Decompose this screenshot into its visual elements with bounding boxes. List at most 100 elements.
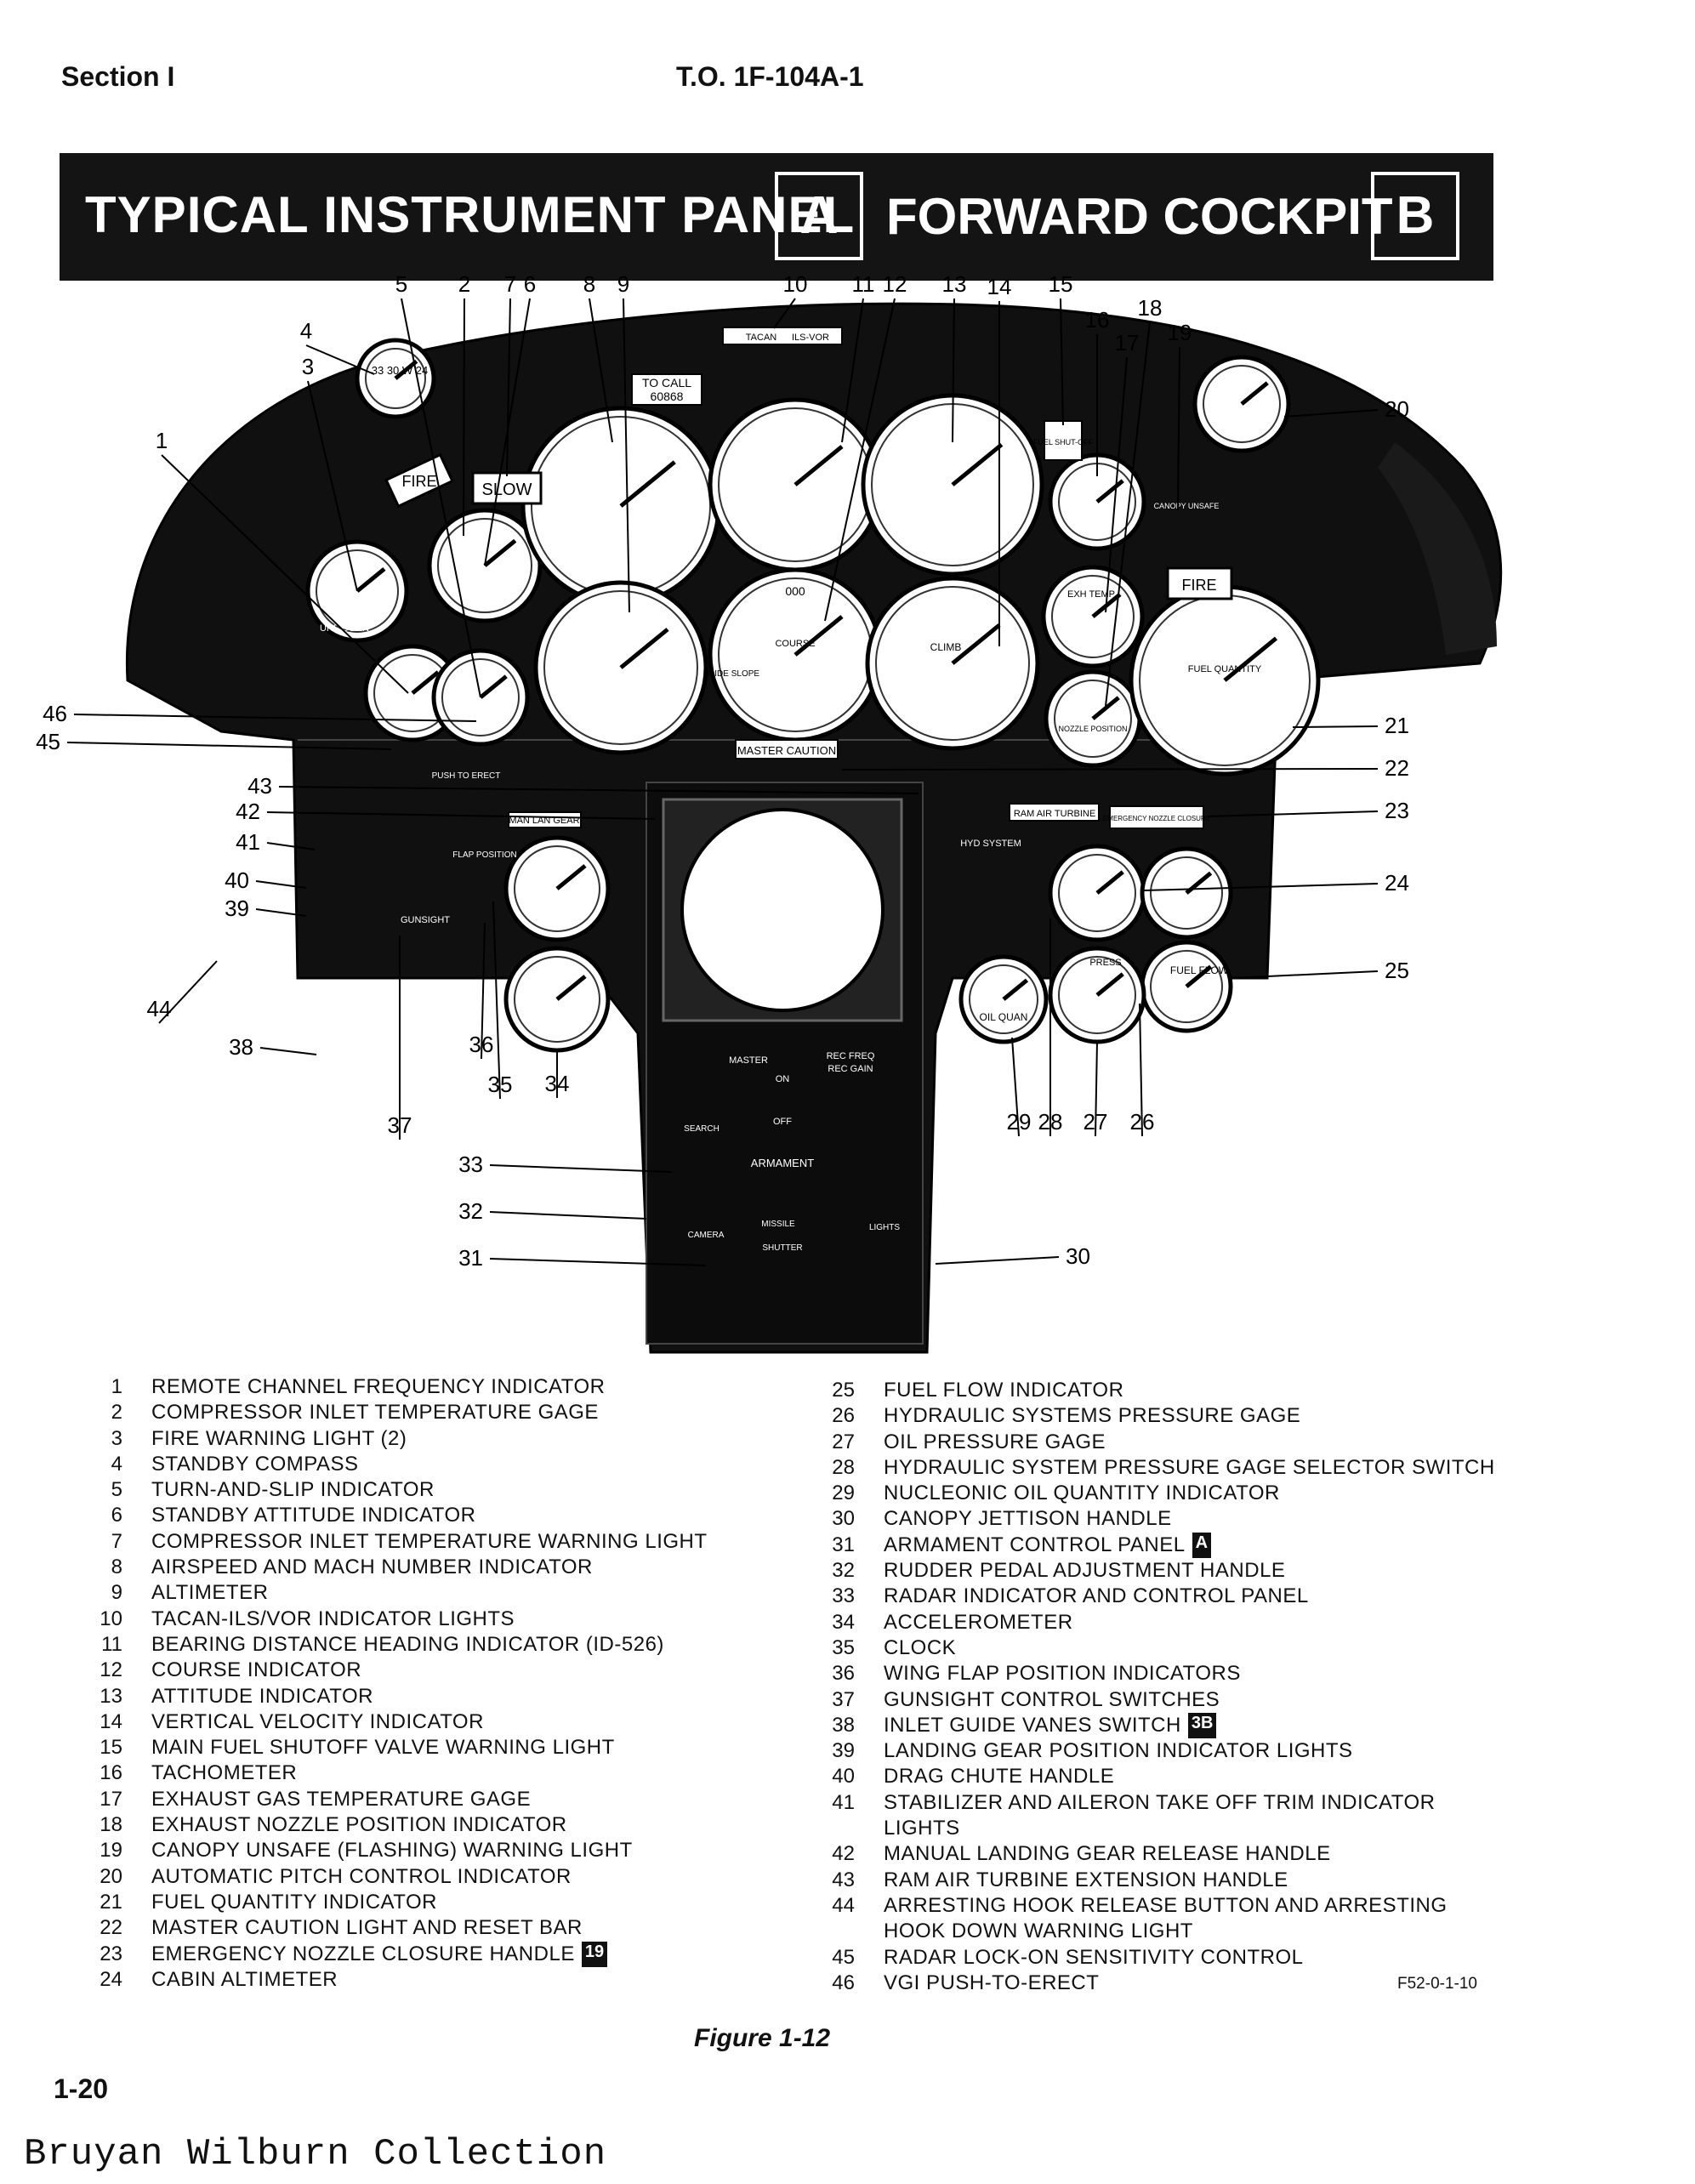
fuel-flow-gauge-needle bbox=[1185, 964, 1213, 988]
callout-number-37: 37 bbox=[388, 1112, 412, 1138]
legend-label: TACAN-ILS/VOR INDICATOR LIGHTS bbox=[151, 1607, 515, 1630]
callout-leader-12 bbox=[824, 298, 896, 622]
legend-label: ALTIMETER bbox=[151, 1581, 269, 1605]
tachometer-gauge-needle bbox=[1095, 479, 1124, 503]
rec-gain-label: REC GAIN bbox=[828, 1064, 873, 1074]
turn-and-slip-indicator-needle bbox=[479, 674, 508, 699]
callout-leader-40 bbox=[255, 880, 307, 889]
glide-slope-label: GLIDE SLOPE bbox=[703, 669, 759, 679]
legend-label: MANUAL LANDING GEAR RELEASE HANDLE bbox=[884, 1842, 1331, 1866]
callout-number-9: 9 bbox=[617, 272, 629, 297]
callout-leader-3 bbox=[307, 380, 358, 592]
legend-label: MASTER CAUTION LIGHT AND RESET BAR bbox=[151, 1916, 583, 1940]
legend-number: 38 bbox=[832, 1713, 855, 1737]
callout-number-11: 11 bbox=[852, 272, 875, 297]
legend-item: 18 EXHAUST NOZZLE POSITION INDICATOR bbox=[70, 1812, 708, 1838]
glare-shield-right bbox=[1378, 442, 1497, 655]
ils-vor-label: ILS-VOR bbox=[792, 333, 829, 343]
callout-number-6: 6 bbox=[524, 272, 536, 297]
callout-leader-25 bbox=[1231, 970, 1379, 979]
legend-number: 3 bbox=[111, 1426, 122, 1450]
standby-compass-needle bbox=[394, 359, 418, 380]
fuel-flow-gauge-bezel bbox=[1150, 950, 1223, 1023]
callout-leader-21 bbox=[1292, 725, 1379, 728]
callout-number-17: 17 bbox=[1115, 330, 1140, 355]
callout-number-43: 43 bbox=[247, 773, 272, 799]
callout-leader-36 bbox=[481, 922, 486, 1060]
legend-label: ACCELEROMETER bbox=[884, 1610, 1073, 1634]
legend-label: BEARING DISTANCE HEADING INDICATOR (ID-5… bbox=[151, 1632, 664, 1656]
callout-number-5: 5 bbox=[395, 272, 407, 297]
callout-number-36: 36 bbox=[469, 1032, 494, 1057]
legend-number: 43 bbox=[832, 1868, 855, 1891]
legend-tag: 3B bbox=[1187, 1712, 1217, 1739]
legend-number: 7 bbox=[111, 1529, 122, 1553]
lights-label: LIGHTS bbox=[869, 1223, 900, 1232]
callout-number-41: 41 bbox=[236, 829, 260, 855]
legend-label-continued: HOOK DOWN WARNING LIGHT bbox=[884, 1920, 1193, 1943]
legend-number: 4 bbox=[111, 1452, 122, 1476]
callout-number-28: 28 bbox=[1038, 1109, 1063, 1135]
legend-number: 35 bbox=[832, 1635, 855, 1659]
legend-number: 44 bbox=[832, 1893, 855, 1917]
airspeed-mach-indicator-needle bbox=[619, 460, 676, 508]
remote-channel-indicator-needle bbox=[411, 670, 440, 695]
legend-label: GUNSIGHT CONTROL SWITCHES bbox=[884, 1687, 1220, 1711]
legend-number: 15 bbox=[100, 1736, 122, 1760]
section-label: Section I bbox=[61, 61, 175, 92]
callout-leader-5 bbox=[401, 298, 481, 698]
legend-label: MAIN FUEL SHUTOFF VALVE WARNING LIGHT bbox=[151, 1736, 615, 1760]
legend-label: EXHAUST NOZZLE POSITION INDICATOR bbox=[151, 1813, 567, 1837]
callout-leader-38 bbox=[259, 1047, 317, 1055]
gunsight-label: GUNSIGHT bbox=[401, 915, 450, 925]
callout-leader-1 bbox=[161, 454, 409, 694]
master-label: MASTER bbox=[729, 1055, 768, 1066]
fire-light-left-label: FIRE bbox=[401, 473, 436, 490]
legend-number: 14 bbox=[100, 1709, 122, 1733]
callout-leader-35 bbox=[492, 901, 501, 1100]
legend-number: 18 bbox=[100, 1813, 122, 1837]
attitude-indicator-gauge-needle bbox=[951, 442, 1004, 486]
callout-number-4: 4 bbox=[300, 318, 312, 344]
callout-leader-22 bbox=[841, 768, 1379, 771]
callout-leader-45 bbox=[66, 742, 392, 750]
banner-box-a: A bbox=[775, 172, 863, 260]
callout-number-13: 13 bbox=[942, 272, 967, 297]
callout-leader-10 bbox=[773, 298, 796, 329]
callout-leader-33 bbox=[489, 1164, 673, 1173]
legend-item: 15 MAIN FUEL SHUTOFF VALVE WARNING LIGHT bbox=[70, 1735, 708, 1760]
off-label: OFF bbox=[773, 1117, 792, 1127]
legend-label: REMOTE CHANNEL FREQUENCY INDICATOR bbox=[151, 1375, 606, 1398]
accelerometer-gauge-bezel bbox=[514, 956, 600, 1043]
callout-number-19: 19 bbox=[1168, 320, 1192, 345]
press-label: PRESS bbox=[1089, 958, 1121, 968]
legend-label: CANOPY JETTISON HANDLE bbox=[884, 1507, 1172, 1531]
callout-number-8: 8 bbox=[583, 272, 595, 297]
legend-label: ARRESTING HOOK RELEASE BUTTON AND ARREST… bbox=[884, 1893, 1448, 1917]
banner-box-b: B bbox=[1371, 172, 1459, 260]
legend-number: 42 bbox=[832, 1842, 855, 1866]
callout-leader-18 bbox=[1105, 321, 1151, 707]
compass-card-label: 33 30 W 24 bbox=[372, 364, 429, 377]
ram-air-turbine-plate bbox=[1009, 803, 1100, 822]
legend-label: FUEL FLOW INDICATOR bbox=[884, 1379, 1124, 1402]
callout-number-46: 46 bbox=[43, 701, 67, 726]
callout-number-16: 16 bbox=[1085, 307, 1110, 333]
callout-leader-24 bbox=[1143, 883, 1379, 891]
pitch-control-indicator-bezel bbox=[1203, 365, 1281, 443]
cabin-altimeter-gauge-needle bbox=[1095, 870, 1124, 895]
fuel-flow-label: FUEL FLOW bbox=[1170, 964, 1229, 976]
altimeter-gauge-bezel bbox=[543, 590, 698, 745]
